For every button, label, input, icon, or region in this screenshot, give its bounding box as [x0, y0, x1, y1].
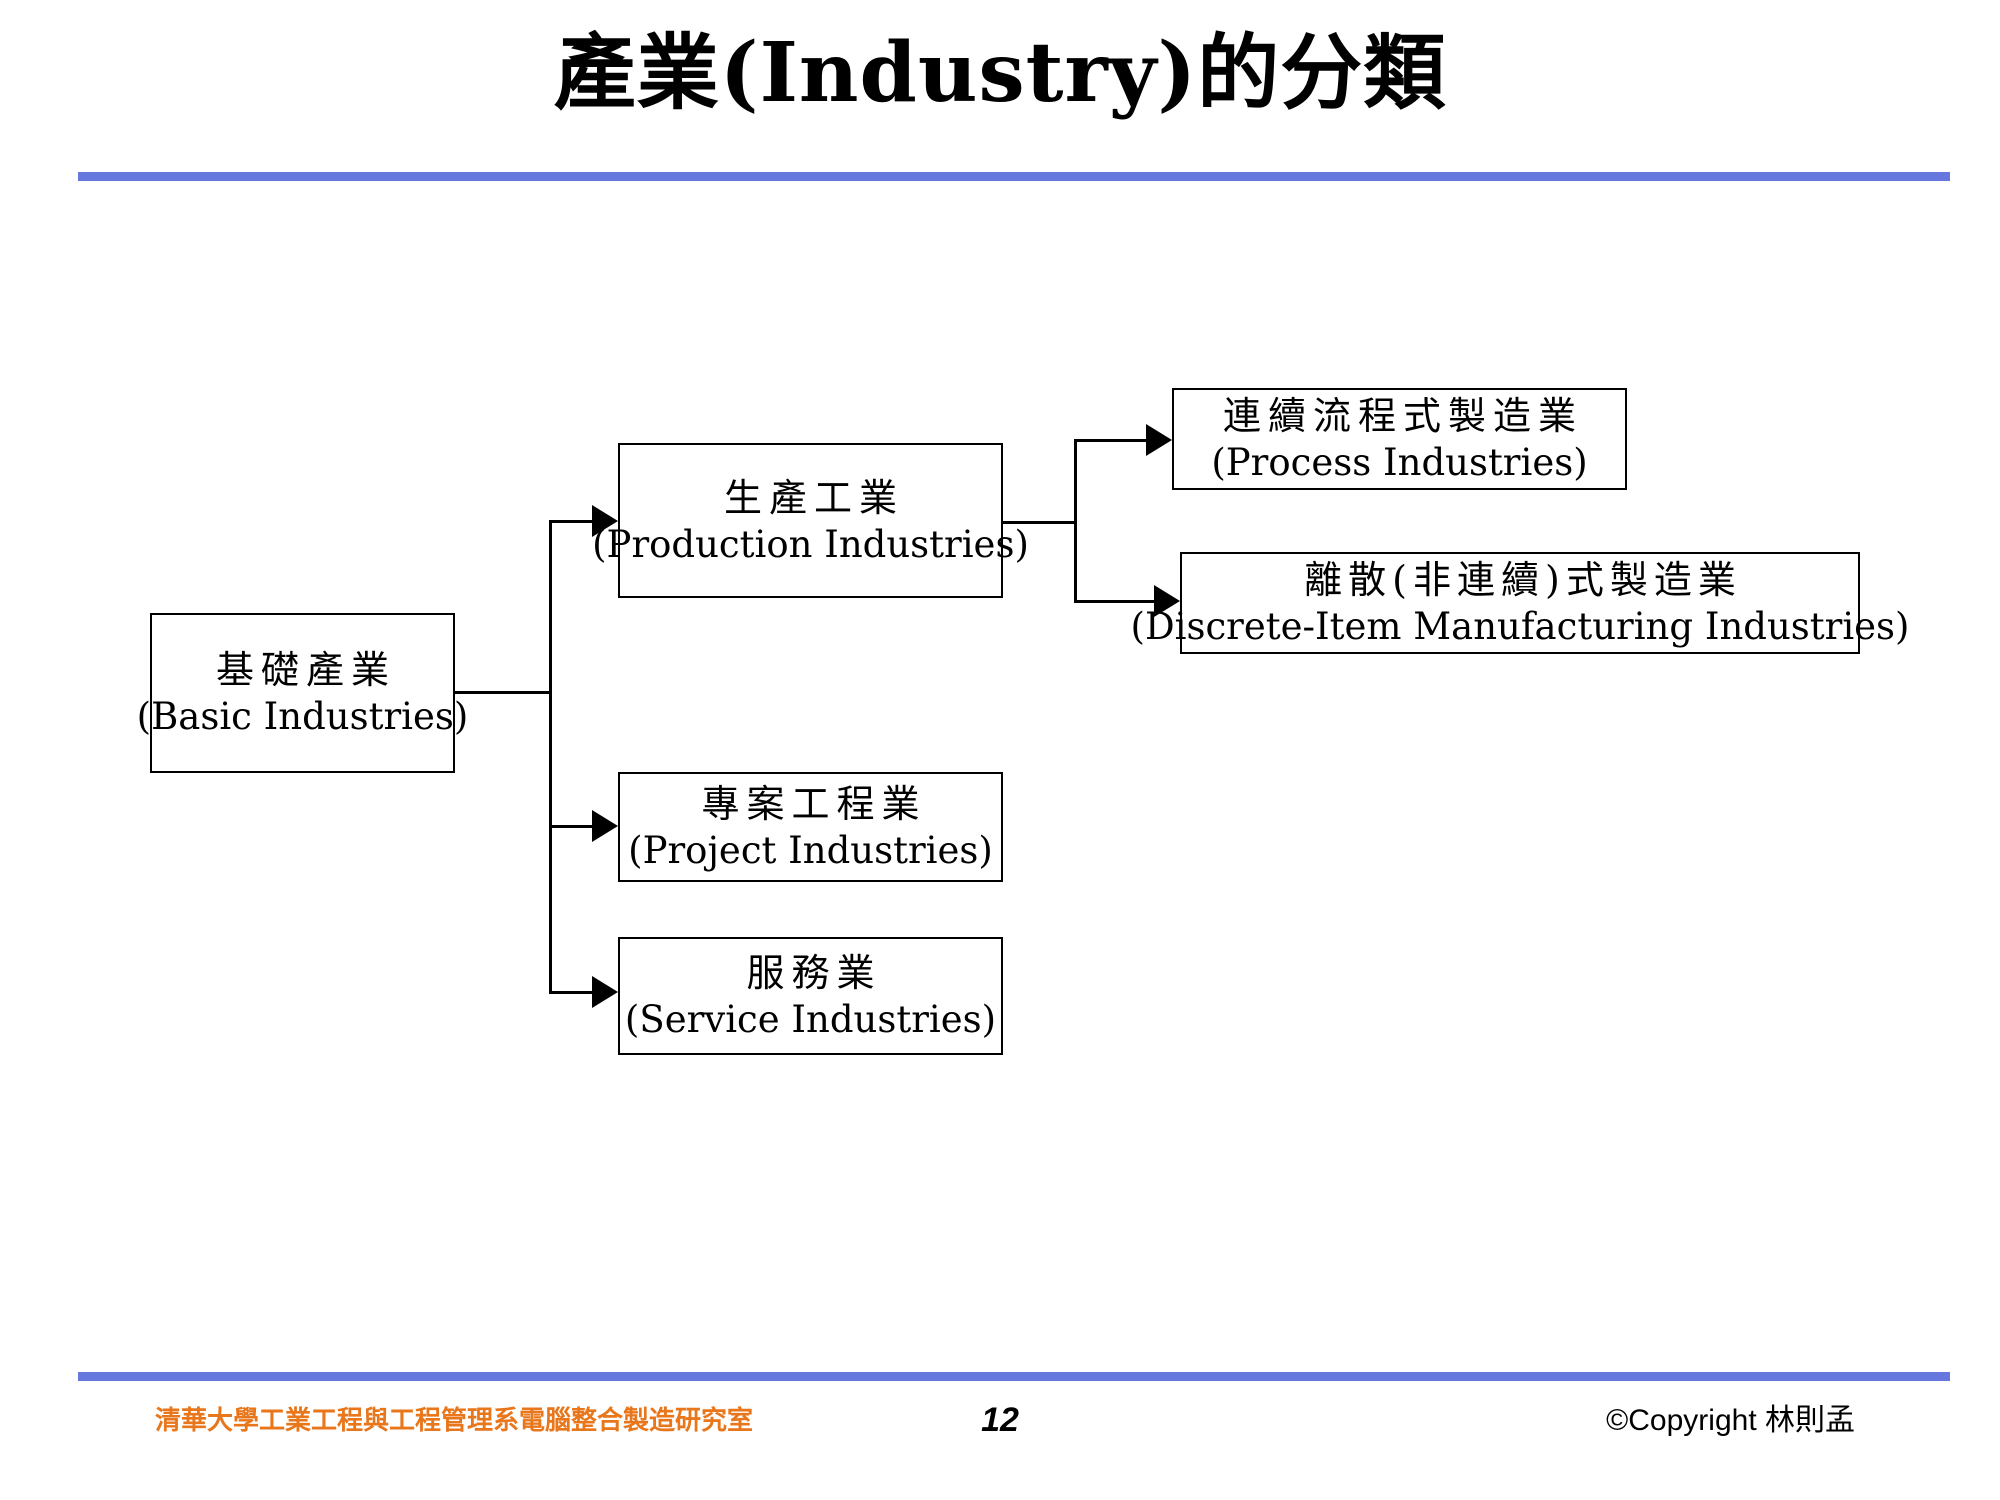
- node-discrete-item-manufacturing-industries-cn: 離散(非連續)式製造業: [1304, 558, 1742, 602]
- node-production-industries[interactable]: 生產工業 (Production Industries): [592, 443, 1029, 598]
- node-service-industries-en: (Service Industries): [624, 998, 997, 1041]
- connector-to-process: [1074, 439, 1158, 442]
- node-discrete-item-manufacturing-industries[interactable]: 離散(非連續)式製造業 (Discrete-Item Manufacturing…: [1131, 552, 1909, 654]
- arrowhead-process: [1146, 424, 1172, 456]
- node-project-industries[interactable]: 專案工程業 (Project Industries): [618, 772, 1003, 882]
- arrowhead-production: [592, 505, 618, 537]
- arrowhead-project: [592, 810, 618, 842]
- node-basic-industries-en: (Basic Industries): [136, 695, 469, 738]
- node-process-industries[interactable]: 連續流程式製造業 (Process Industries): [1172, 388, 1627, 490]
- footer-divider-rule: [78, 1372, 1950, 1381]
- connector-right-trunk: [1074, 439, 1077, 603]
- footer-organization: 清華大學工業工程與工程管理系電腦整合製造研究室: [155, 1406, 754, 1436]
- node-process-industries-cn: 連續流程式製造業: [1222, 394, 1583, 438]
- connector-to-service: [549, 991, 604, 994]
- connector-basic-stub: [455, 691, 552, 694]
- connector-to-discrete: [1074, 600, 1166, 603]
- footer-copyright-name: 林則孟: [1765, 1403, 1855, 1438]
- arrowhead-service: [592, 976, 618, 1008]
- node-project-industries-en: (Project Industries): [628, 829, 993, 872]
- node-basic-industries-cn: 基礎產業: [215, 648, 396, 692]
- node-discrete-item-manufacturing-industries-en: (Discrete-Item Manufacturing Industries): [1130, 605, 1910, 648]
- node-project-industries-cn: 專案工程業: [701, 782, 927, 826]
- page-title: 產業(Industry)的分類: [553, 25, 1447, 121]
- footer-copyright-prefix: ©Copyright: [1606, 1404, 1757, 1437]
- connector-to-production: [549, 520, 604, 523]
- node-service-industries[interactable]: 服務業 (Service Industries): [618, 937, 1003, 1055]
- node-service-industries-cn: 服務業: [746, 951, 882, 995]
- arrowhead-discrete: [1154, 585, 1180, 617]
- node-basic-industries[interactable]: 基礎產業 (Basic Industries): [137, 613, 468, 773]
- node-production-industries-en: (Production Industries): [592, 522, 1029, 566]
- node-process-industries-en: (Process Industries): [1211, 441, 1588, 484]
- title-divider-rule: [78, 172, 1950, 181]
- node-production-industries-cn: 生產工業: [723, 475, 904, 520]
- connector-left-trunk: [549, 520, 552, 993]
- footer-page-number: 12: [981, 1401, 1019, 1439]
- connector-production-stub: [1003, 521, 1077, 524]
- connector-to-project: [549, 825, 604, 828]
- footer-copyright: ©Copyright 林則孟: [1606, 1402, 1855, 1440]
